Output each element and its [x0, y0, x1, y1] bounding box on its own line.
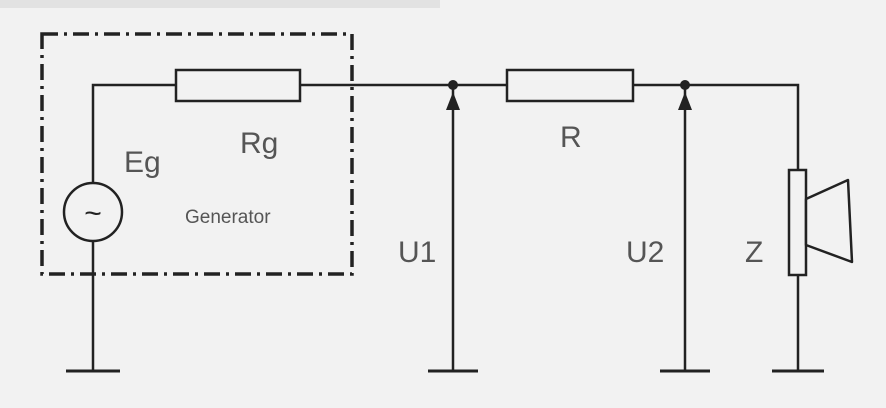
junction-u2 — [680, 80, 690, 90]
label-rg: Rg — [240, 127, 278, 160]
resistor-rg — [174, 68, 302, 103]
arrow-u2-icon — [678, 92, 692, 110]
wires — [91, 83, 800, 370]
wire-r-to-load — [633, 83, 800, 170]
label-eg: Eg — [124, 146, 161, 179]
wire-source-to-rg — [91, 83, 176, 190]
label-z: Z — [745, 236, 763, 269]
label-generator: Generator — [185, 207, 271, 228]
ac-voltage-source-icon: ~ — [62, 181, 124, 243]
generator-boundary — [40, 32, 354, 276]
loudspeaker-icon — [787, 168, 854, 277]
label-r: R — [560, 121, 582, 154]
top-edge-shadow — [0, 0, 440, 8]
label-u1: U1 — [398, 236, 436, 269]
label-u2: U2 — [626, 236, 664, 269]
junction-u1 — [448, 80, 458, 90]
arrow-u1-icon — [446, 92, 460, 110]
source-symbol: ~ — [84, 197, 102, 230]
resistor-r — [505, 68, 635, 103]
